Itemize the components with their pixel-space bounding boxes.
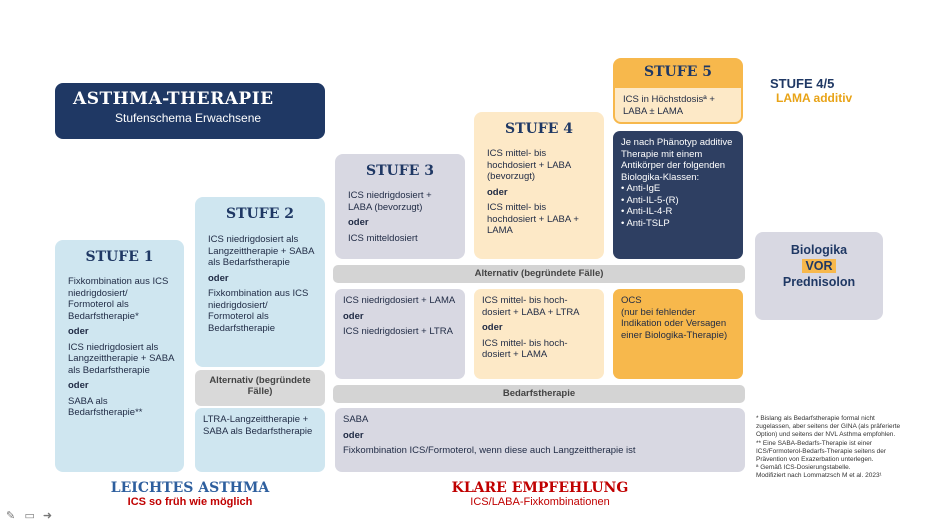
stufe5-header: STUFE 5	[644, 64, 712, 80]
alternativ-bar: Alternativ (begründete Fälle)	[333, 265, 745, 283]
stufe3-option-a: ICS niedrigdosiert + LABA (bevorzugt)	[348, 190, 432, 213]
oder-label: oder	[343, 310, 364, 322]
oder-label: oder	[68, 326, 89, 337]
bedarf-option-b: Fixkombination ICS/Formoterol, wenn dies…	[343, 445, 636, 456]
stufe4-alt-box: ICS mittel- bis hoch-dosiert + LABA + LT…	[474, 289, 604, 379]
bedarfstherapie-bar: Bedarfstherapie	[333, 385, 745, 403]
vor-label: VOR	[802, 259, 836, 273]
footer-left: LEICHTES ASTHMA ICS so früh wie möglich	[90, 480, 290, 508]
stufe1-option-b: ICS niedrigdosiert als Langzeittherapie …	[68, 341, 174, 376]
klare-empfehlung-title: KLARE EMPFEHLUNG	[451, 480, 629, 496]
stufe1-box: Fixkombination aus ICS niedrigdosiert/ F…	[60, 270, 182, 468]
arrow-right-icon[interactable]: ➜	[42, 510, 53, 522]
oder-label: oder	[68, 380, 89, 391]
footer-mid: KLARE EMPFEHLUNG ICS/LABA-Fixkombination…	[420, 480, 660, 508]
oder-label: oder	[482, 322, 503, 333]
footnotes: * Bislang als Bedarfstherapie formal nic…	[756, 415, 906, 481]
biologika-intro: Je nach Phänotyp additive Therapie mit e…	[621, 137, 733, 183]
stufe5-alt-box: OCS (nur bei fehlender Indikation oder V…	[613, 289, 743, 379]
page-title: ASTHMA-THERAPIE	[73, 89, 274, 109]
player-controls: ✎ ▭ ➜	[6, 506, 76, 522]
leichtes-asthma-sub: ICS so früh wie möglich	[127, 496, 253, 508]
stufe2-box: ICS niedrigdosiert als Langzeittherapie …	[200, 228, 324, 364]
stufe4-option-b: ICS mittel- bis hochdosiert + LABA + LAM…	[487, 202, 579, 236]
monitor-icon[interactable]: ▭	[24, 510, 35, 522]
stufe2-alt-bar: Alternativ (begründete Fälle)	[195, 370, 325, 406]
stufe4-header: STUFE 4	[505, 121, 573, 137]
stufe5-header-bg	[613, 58, 743, 86]
stufe45-title: STUFE 4/5	[770, 76, 835, 91]
footnote: ** Eine SABA-Bedarfs-Therapie ist einer …	[756, 439, 887, 464]
stufe2-column	[195, 197, 325, 367]
footnote: * Bislang als Bedarfstherapie formal nic…	[756, 415, 901, 439]
bedarf-option-a: SABA	[343, 414, 369, 425]
biologika-label: Biologika	[790, 243, 848, 257]
stufe3-alt-option-a: ICS niedrigdosiert + LAMA	[343, 295, 456, 306]
stufe4-option-a: ICS mittel- bis hochdosiert + LABA (bevo…	[487, 148, 571, 182]
title-box: ASTHMA-THERAPIE Stufenschema Erwachsene	[55, 83, 325, 139]
stufe4-alt-option-a: ICS mittel- bis hoch-dosiert + LABA + LT…	[482, 295, 580, 318]
stufe2-option-b: Fixkombination aus ICS niedrigdosiert/ F…	[208, 288, 309, 334]
ocs-label: OCS	[621, 295, 642, 306]
oder-label: oder	[343, 429, 364, 441]
stufe5-box: ICS in Höchstdosisª + LABA ± LAMA	[613, 86, 743, 124]
stufe45-label: STUFE 4/5 LAMA additiv	[770, 76, 852, 105]
pen-icon[interactable]: ✎	[6, 510, 16, 522]
biologika-class: • Anti-IL-4-R	[621, 206, 673, 217]
stufe3-column	[335, 154, 465, 259]
stufe4-alt-option-b: ICS mittel- bis hoch-dosiert + LAMA	[482, 337, 568, 361]
stufe2-header: STUFE 2	[226, 206, 294, 222]
klare-empfehlung-sub: ICS/LABA-Fixkombinationen	[470, 496, 610, 508]
stufe5-biologika-box: Je nach Phänotyp additive Therapie mit e…	[613, 131, 743, 259]
page-subtitle: Stufenschema Erwachsene	[115, 111, 262, 125]
stufe4-box: ICS mittel- bis hochdosiert + LABA (bevo…	[479, 142, 603, 256]
stufe1-option-a: Fixkombination aus ICS niedrigdosiert/ F…	[68, 276, 169, 322]
stufe1-header: STUFE 1	[85, 249, 154, 265]
ocs-note: (nur bei fehlender Indikation oder Versa…	[621, 306, 728, 341]
stufe3-alt-box: ICS niedrigdosiert + LAMA oder ICS niedr…	[335, 289, 465, 379]
stufe4-column	[474, 112, 604, 259]
prednisolon-label: Prednisolon	[782, 275, 856, 289]
stufe3-box: ICS niedrigdosiert + LABA (bevorzugt) od…	[340, 184, 464, 256]
stufe45-sub: LAMA additiv	[776, 91, 853, 105]
oder-label: oder	[208, 272, 229, 284]
biologika-class: • Anti-IL-5-(R)	[621, 194, 679, 206]
bedarfstherapie-box: SABA oder Fixkombination ICS/Formoterol,…	[335, 408, 745, 472]
stufe2-alt-box: LTRA-Langzeittherapie + SABA als Bedarfs…	[195, 408, 325, 472]
stufe1-option-c: SABA als Bedarfstherapie**	[68, 395, 143, 419]
biologika-class: • Anti-IgE	[621, 183, 661, 194]
stufe3-option-b: ICS mitteldosiert	[348, 232, 418, 244]
stufe3-alt-option-b: ICS niedrigdosiert + LTRA	[343, 326, 453, 337]
stufe2-option-a: ICS niedrigdosiert als Langzeittherapie …	[208, 234, 314, 268]
oder-label: oder	[487, 186, 508, 198]
oder-label: oder	[348, 217, 369, 228]
stufe3-header: STUFE 3	[366, 163, 434, 179]
biologika-class: • Anti-TSLP	[621, 217, 670, 229]
footnote: Modifiziert nach Lommatzsch M et al. 202…	[756, 472, 882, 480]
biologika-vor-prednisolon: Biologika VOR Prednisolon	[755, 232, 883, 320]
leichtes-asthma-title: LEICHTES ASTHMA	[110, 480, 270, 496]
footnote: ª Gemäß ICS-Dosierungstabelle.	[756, 464, 851, 472]
